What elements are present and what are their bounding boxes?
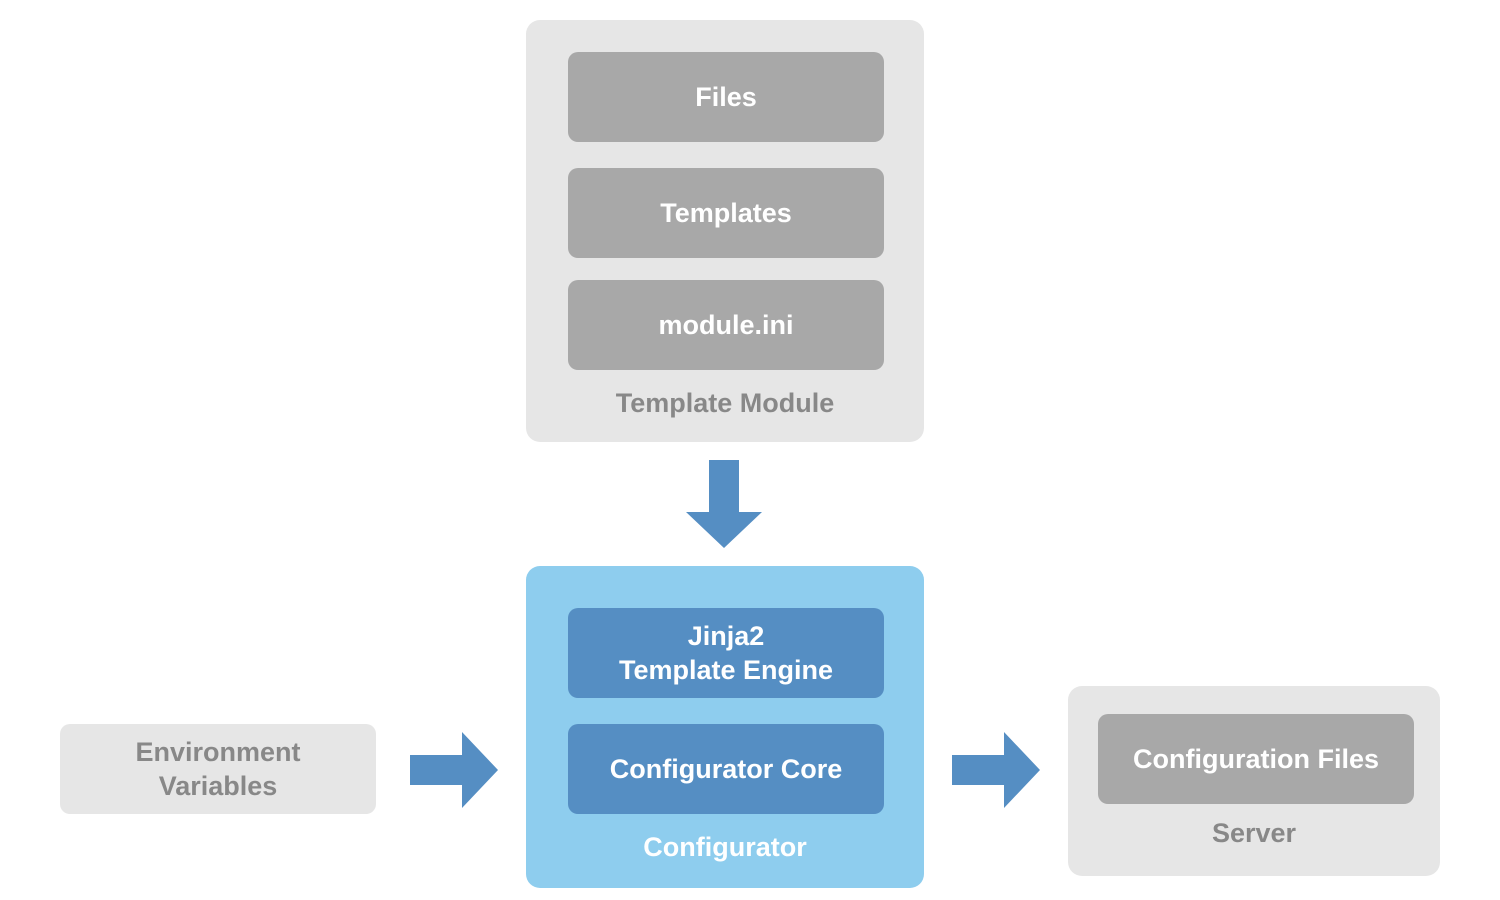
jinja2-template-engine-box: Jinja2 Template Engine (568, 608, 884, 698)
arrow-down-icon (686, 460, 762, 548)
arrow-right-icon (410, 732, 498, 808)
edge-template-to-configurator (686, 460, 762, 548)
environment-variables-box: Environment Variables (60, 724, 376, 814)
templates-box: Templates (568, 168, 884, 258)
configurator-panel: Jinja2 Template Engine Configurator Core… (526, 566, 924, 888)
edge-environment-to-configurator (410, 732, 498, 808)
module-ini-box: module.ini (568, 280, 884, 370)
template-module-panel: Files Templates module.ini Template Modu… (526, 20, 924, 442)
template-module-label: Template Module (615, 388, 835, 418)
arrow-right-icon (952, 732, 1040, 808)
edge-configurator-to-server (952, 732, 1040, 808)
configurator-core-box: Configurator Core (568, 724, 884, 814)
server-label: Server (1211, 818, 1297, 848)
configuration-files-box: Configuration Files (1098, 714, 1414, 804)
server-panel: Configuration Files Server (1068, 686, 1440, 876)
configurator-label: Configurator (643, 832, 807, 862)
files-box: Files (568, 52, 884, 142)
